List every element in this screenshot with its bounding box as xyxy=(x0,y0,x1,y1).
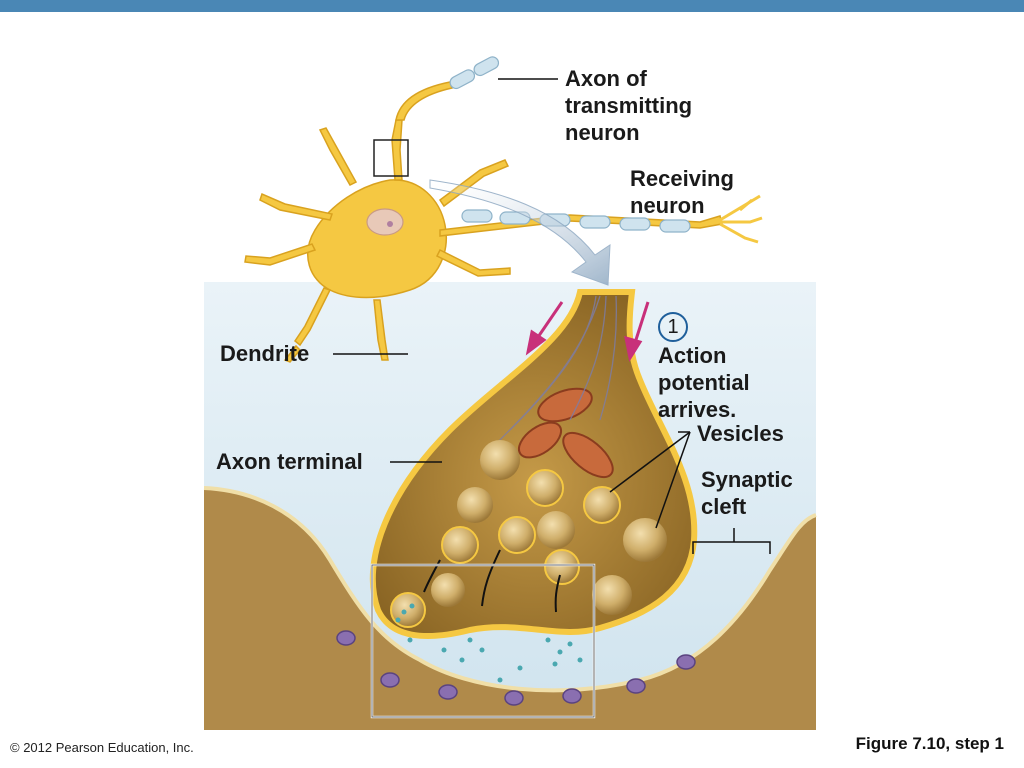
axon-filaments xyxy=(479,295,617,461)
header-bar xyxy=(0,0,1024,12)
postsynaptic-tissue xyxy=(204,488,816,730)
label-axon-transmitting: Axon of transmitting neuron xyxy=(565,66,693,145)
mitochondria xyxy=(517,387,614,479)
action-potential-arrows xyxy=(525,301,650,362)
zoom-box-neuron xyxy=(373,139,409,177)
leader-lines xyxy=(333,78,771,554)
receiving-terminal-branches xyxy=(719,194,763,244)
label-receiving-neuron: Receiving neuron xyxy=(630,166,734,218)
label-dendrite: Dendrite xyxy=(220,341,310,366)
label-axon-terminal: Axon terminal xyxy=(216,449,363,474)
label-vesicles: Vesicles xyxy=(697,421,784,446)
neurotransmitters xyxy=(395,603,583,683)
neuron-nucleus xyxy=(366,208,404,236)
exocytosis-arrows xyxy=(423,549,561,613)
zoom-arrow xyxy=(429,179,611,286)
copyright-text: © 2012 Pearson Education, Inc. xyxy=(10,740,194,755)
step-number-badge: 1 xyxy=(658,312,688,342)
label-synaptic-cleft: Synaptic cleft xyxy=(701,467,793,519)
transmitting-neuron xyxy=(244,81,723,363)
receptors xyxy=(336,630,696,706)
synaptic-vesicles xyxy=(390,440,667,628)
figure-caption: Figure 7.10, step 1 xyxy=(855,734,1004,753)
transmitting-axon xyxy=(449,56,500,90)
postsynaptic-membrane xyxy=(203,486,817,693)
